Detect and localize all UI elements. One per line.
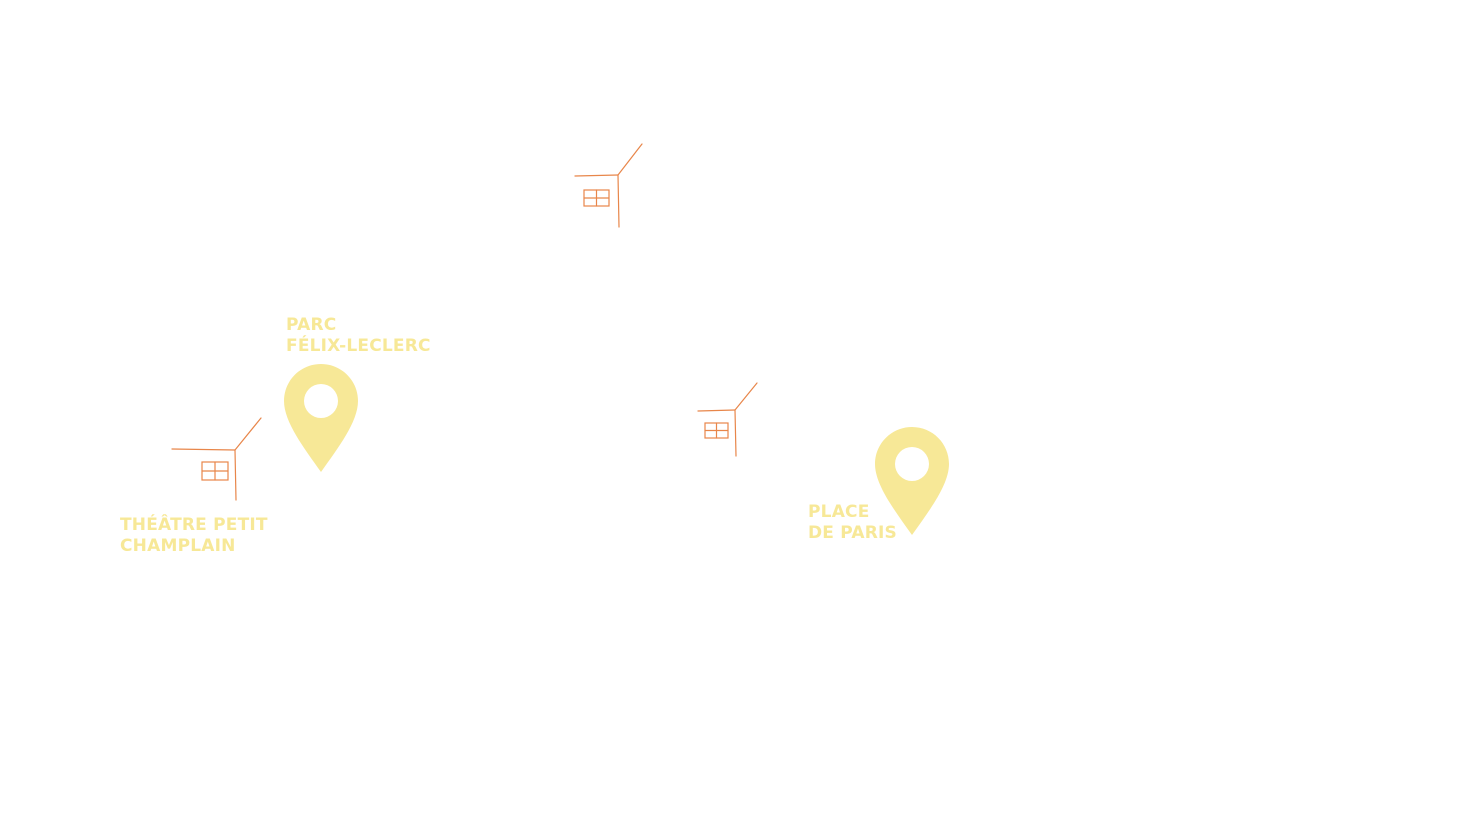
house-sketch-icon[interactable]: [697, 382, 761, 458]
map-pin-icon[interactable]: [284, 364, 358, 472]
place-label-parc-felix-leclerc[interactable]: PARC FÉLIX-LECLERC: [286, 315, 431, 357]
place-label-place-de-paris[interactable]: PLACE DE PARIS: [808, 502, 897, 544]
house-sketch-icon[interactable]: [171, 417, 265, 503]
label-line: FÉLIX-LECLERC: [286, 336, 431, 356]
house-sketch-icon[interactable]: [574, 143, 646, 229]
place-label-theatre-petit-champlain[interactable]: THÉÂTRE PETIT CHAMPLAIN: [120, 515, 268, 557]
map-pin-icon[interactable]: [875, 427, 949, 535]
label-line: PARC: [286, 315, 337, 335]
label-line: PLACE: [808, 502, 870, 522]
label-line: CHAMPLAIN: [120, 536, 236, 556]
label-line: DE PARIS: [808, 523, 897, 543]
label-line: THÉÂTRE PETIT: [120, 515, 268, 535]
